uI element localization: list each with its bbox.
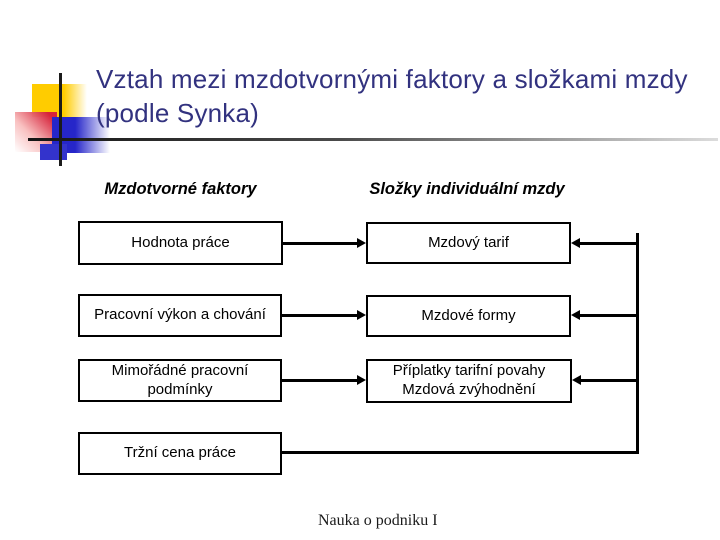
box-label: Hodnota práce (131, 233, 230, 251)
slide-title: Vztah mezi mzdotvornými faktory a složka… (96, 64, 688, 128)
decor-vertical-line (59, 73, 62, 166)
box-label: Pracovní výkon a chování (94, 306, 266, 324)
box-label-line2: Mzdová zvýhodnění (402, 381, 536, 398)
feedback-line-row1 (579, 242, 639, 245)
bottom-connector-line (282, 451, 639, 454)
connector-row1 (283, 242, 358, 245)
box-label-line2: podmínky (147, 380, 213, 398)
decor-blue-square-small (40, 144, 67, 160)
box-label: Mzdový tarif (428, 233, 509, 251)
right-vertical-rail (636, 233, 639, 454)
arrowhead-right-row3-icon (357, 375, 366, 385)
arrowhead-left-row3-icon (572, 375, 581, 385)
title-divider-line (28, 138, 718, 141)
right-column-header: Složky individuální mzdy (369, 180, 565, 198)
box-mzdovy-tarif: Mzdový tarif (366, 222, 571, 264)
box-label-line1: Mimořádné pracovní (111, 361, 249, 379)
box-priplatky: Příplatky tarifní povahy Mzdová zvýhodně… (366, 359, 572, 403)
box-pracovni-vykon: Pracovní výkon a chování (78, 294, 282, 337)
box-mzdove-formy: Mzdové formy (366, 295, 571, 337)
arrowhead-right-row2-icon (357, 310, 366, 320)
box-label: Mzdové formy (421, 306, 516, 324)
box-label-line1: Příplatky tarifní povahy (392, 362, 546, 380)
arrowhead-left-row2-icon (571, 310, 580, 320)
box-hodnota-prace: Hodnota práce (78, 221, 283, 265)
feedback-line-row3 (579, 379, 639, 382)
arrowhead-left-row1-icon (571, 238, 580, 248)
connector-row2 (282, 314, 358, 317)
left-column-header: Mzdotvorné faktory (104, 180, 257, 198)
box-label: Tržní cena práce (124, 444, 236, 462)
box-mimoradne-podminky: Mimořádné pracovní podmínky (78, 359, 282, 402)
connector-row3 (282, 379, 358, 382)
footer-text: Nauka o podniku I (318, 512, 438, 529)
feedback-line-row2 (579, 314, 639, 317)
arrowhead-right-row1-icon (357, 238, 366, 248)
box-trzni-cena: Tržní cena práce (78, 432, 282, 475)
